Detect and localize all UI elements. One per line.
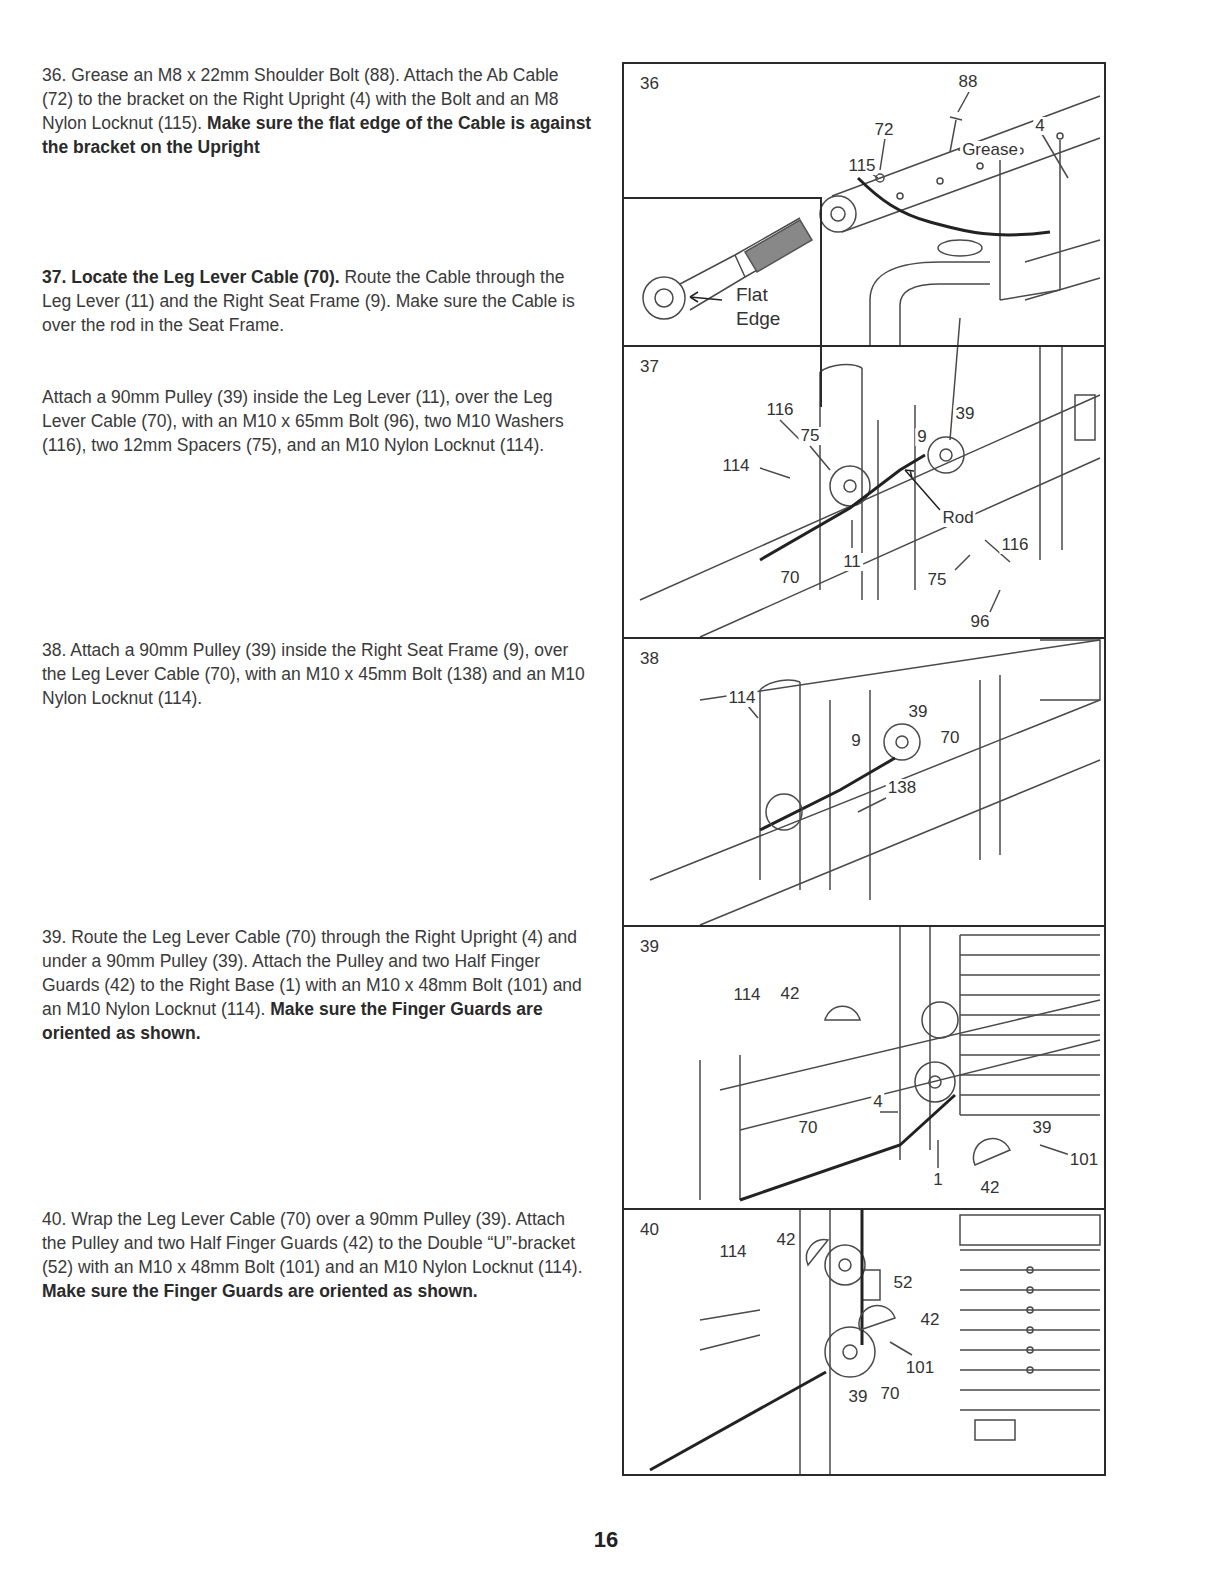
- callout-number: 138: [886, 779, 918, 797]
- step-number: 38: [640, 649, 659, 669]
- callout-number: Rod: [940, 509, 975, 527]
- callout-number: Grease: [960, 141, 1020, 159]
- callout-number: 70: [779, 569, 802, 587]
- instruction-text: 38. Attach a 90mm Pulley (39) inside the…: [42, 640, 585, 708]
- callout-number: 39: [954, 405, 977, 423]
- callout-number: 52: [892, 1274, 915, 1292]
- step-panel: 40: [622, 1208, 1106, 1476]
- step-39-figure: [700, 925, 1100, 1200]
- instruction-note: 37. Locate the Leg Lever Cable (70).: [42, 267, 340, 287]
- callout-number: 42: [979, 1179, 1002, 1197]
- callout-number: 114: [726, 689, 757, 707]
- callout-number: 75: [926, 571, 949, 589]
- callout-number: 101: [904, 1359, 936, 1377]
- callout-number: 116: [999, 536, 1030, 554]
- inset-label: Flat Edge: [736, 283, 788, 331]
- step-panel: 36Flat Edge: [622, 62, 1106, 347]
- callout-number: 4: [1033, 117, 1046, 135]
- instruction-step: 40. Wrap the Leg Lever Cable (70) over a…: [42, 1207, 594, 1303]
- callout-number: 11: [841, 553, 863, 571]
- callout-number: 96: [969, 613, 992, 631]
- callout-number: 42: [775, 1231, 798, 1249]
- step-38-figure: [650, 640, 1100, 925]
- callout-number: 42: [779, 985, 802, 1003]
- step-panel: 39: [622, 925, 1106, 1210]
- callout-number: 115: [846, 157, 877, 175]
- step-37-figure: [640, 318, 1100, 637]
- callout-number: 1: [931, 1171, 944, 1189]
- callout-number: 88: [957, 73, 980, 91]
- step-number: 40: [640, 1220, 659, 1240]
- callout-number: 9: [915, 428, 928, 446]
- step-36-figure: [643, 92, 1100, 345]
- step-panel: 38: [622, 637, 1106, 927]
- callout-number: 114: [720, 457, 751, 475]
- step-number: 36: [640, 74, 659, 94]
- page-number: 16: [594, 1527, 618, 1553]
- instruction-text: 40. Wrap the Leg Lever Cable (70) over a…: [42, 1209, 583, 1277]
- callout-number: 75: [799, 427, 822, 445]
- callout-number: 70: [797, 1119, 820, 1137]
- callout-number: 72: [873, 121, 896, 139]
- callout-number: 114: [717, 1243, 748, 1261]
- callout-number: 9: [849, 732, 862, 750]
- callout-number: 42: [919, 1311, 942, 1329]
- callout-number: 116: [764, 401, 795, 419]
- instruction-step: 36. Grease an M8 x 22mm Shoulder Bolt (8…: [42, 63, 594, 159]
- callout-number: 39: [907, 703, 930, 721]
- instruction-step: Attach a 90mm Pulley (39) inside the Leg…: [42, 385, 594, 457]
- step-number: 39: [640, 937, 659, 957]
- step-panel: 37: [622, 345, 1106, 639]
- callout-number: 101: [1068, 1151, 1100, 1169]
- instruction-step: 37. Locate the Leg Lever Cable (70). Rou…: [42, 265, 594, 337]
- callout-number: 70: [879, 1385, 902, 1403]
- instruction-step: 39. Route the Leg Lever Cable (70) throu…: [42, 925, 594, 1045]
- instruction-text: Attach a 90mm Pulley (39) inside the Leg…: [42, 387, 564, 455]
- callout-number: 114: [731, 986, 762, 1004]
- callout-number: 39: [1031, 1119, 1054, 1137]
- step-number: 37: [640, 357, 659, 377]
- instruction-note: Make sure the Finger Guards are oriented…: [42, 1281, 478, 1301]
- callout-number: 39: [847, 1388, 870, 1406]
- callout-number: 4: [871, 1093, 884, 1111]
- instruction-step: 38. Attach a 90mm Pulley (39) inside the…: [42, 638, 594, 710]
- callout-number: 70: [939, 729, 962, 747]
- step-40-figure: [650, 1208, 1100, 1476]
